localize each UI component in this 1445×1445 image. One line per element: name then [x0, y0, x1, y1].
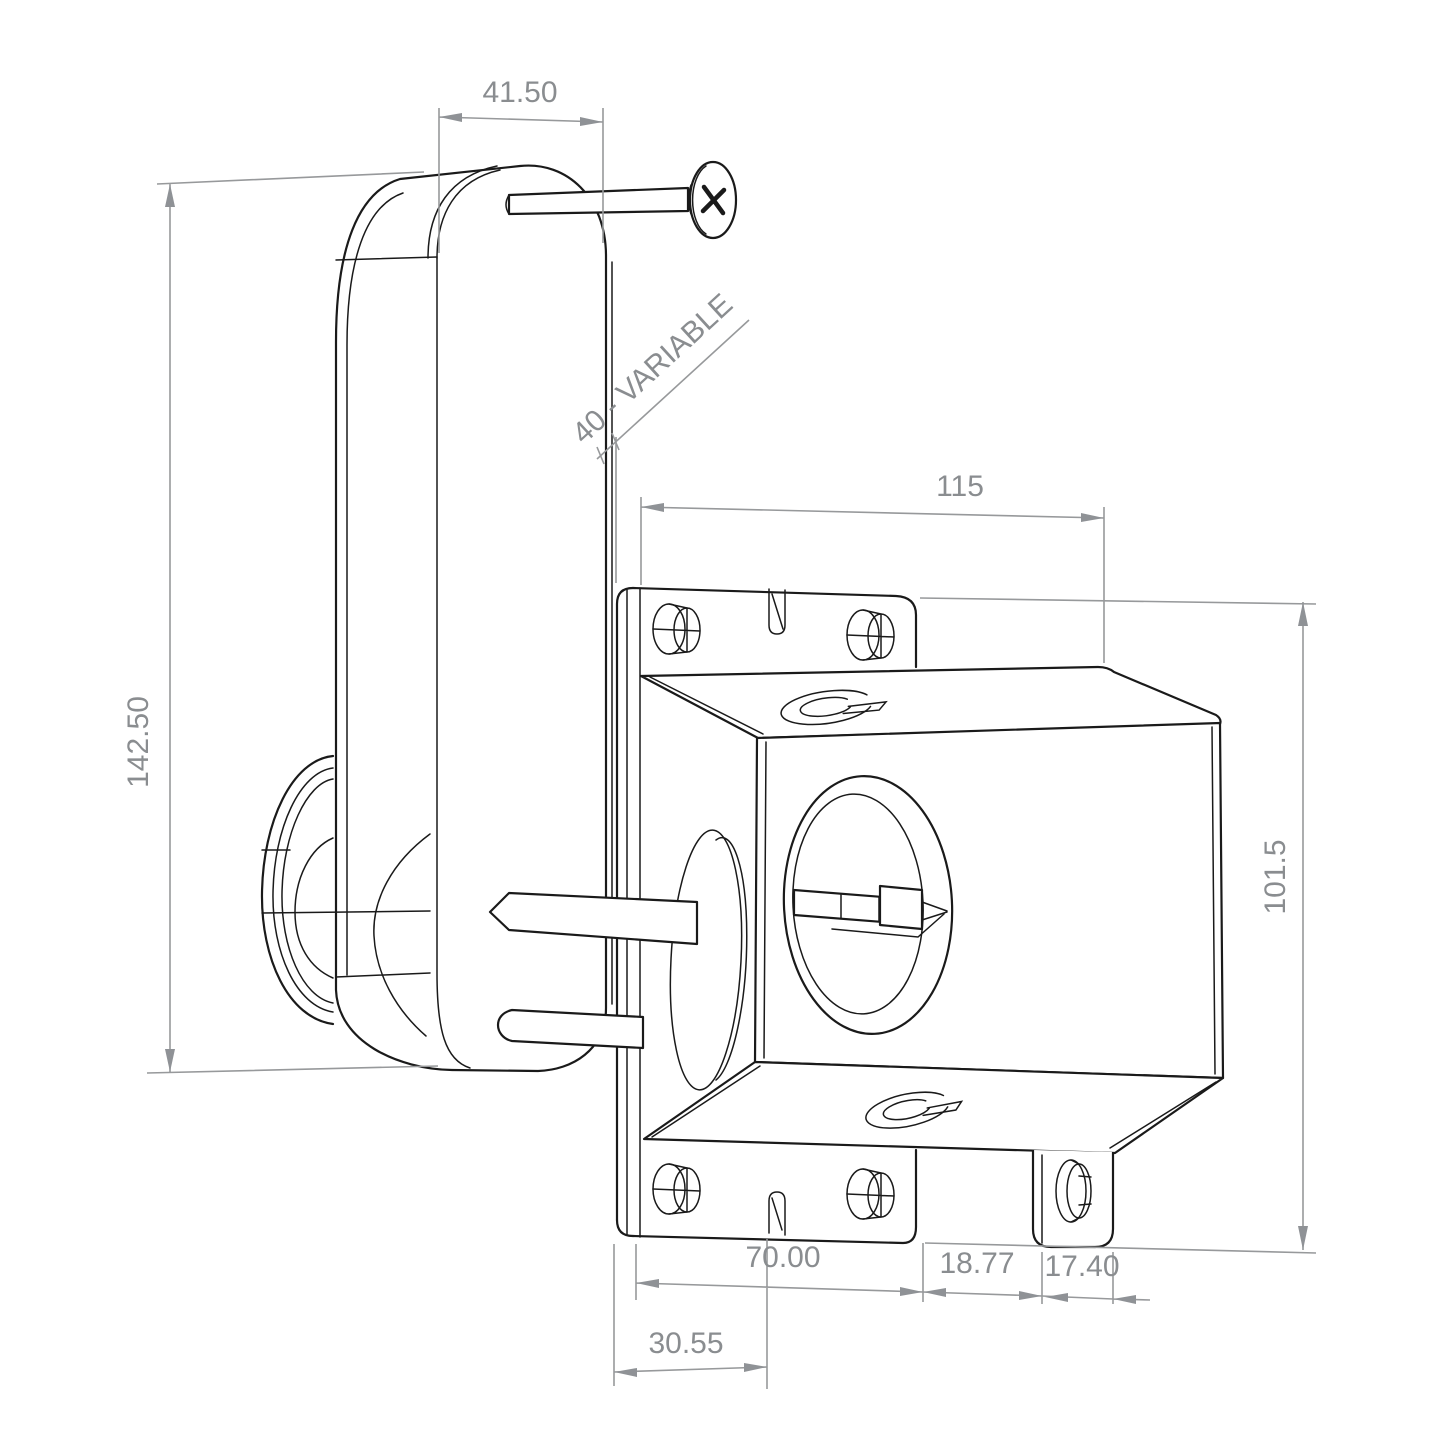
brand-logo-bottom: [863, 1083, 965, 1134]
screw-hole-icon: [652, 603, 701, 655]
dimension-101-5: 101.5: [919, 597, 1317, 1254]
dimension-17-40: 17.40: [1041, 1250, 1151, 1304]
key-bar: [792, 884, 948, 938]
dim-label-plate-height: 101.5: [1259, 839, 1292, 914]
dim-label-edge-gap: 18.77: [939, 1247, 1014, 1280]
dim-label-body-depth: 41.50: [482, 76, 557, 109]
dimension-142-50: 142.50: [122, 171, 439, 1074]
dim-label-body-height: 142.50: [122, 696, 155, 788]
dimension-41-50: 41.50: [438, 76, 604, 253]
lock-box: [639, 665, 1225, 1249]
screw-hole-icon: [846, 609, 895, 661]
dimension-18-77: 18.77: [922, 1247, 1043, 1304]
screw-hole-icon: [652, 1163, 701, 1215]
dimension-115: 115: [640, 470, 1105, 663]
alignment-notch: [768, 1191, 786, 1236]
mounting-plate-bottom: [631, 1148, 918, 1245]
dimension-70-00: 70.00: [635, 1239, 924, 1389]
dimension-30-55: 30.55: [613, 1244, 768, 1386]
dim-label-hole-span: 70.00: [745, 1241, 820, 1274]
dim-label-plate-width: 115: [936, 470, 984, 503]
spindle-tube-side: [669, 829, 748, 1091]
dim-label-tab-width: 17.40: [1044, 1250, 1119, 1283]
alignment-notch: [768, 588, 786, 635]
phillips-cross-icon: [700, 184, 727, 216]
screw-hole-icon: [846, 1168, 895, 1220]
thumbturn-knob: [260, 754, 431, 1026]
mounting-plate-top: [631, 586, 918, 669]
fixing-screw: [505, 160, 738, 240]
external-lock-body: [334, 164, 613, 1073]
brand-logo-top: [779, 683, 888, 729]
dim-label-backset: 30.55: [648, 1327, 723, 1360]
square-spindle: [488, 891, 699, 946]
slot-tab: [1031, 1150, 1115, 1249]
fixing-bolt: [496, 1008, 645, 1050]
